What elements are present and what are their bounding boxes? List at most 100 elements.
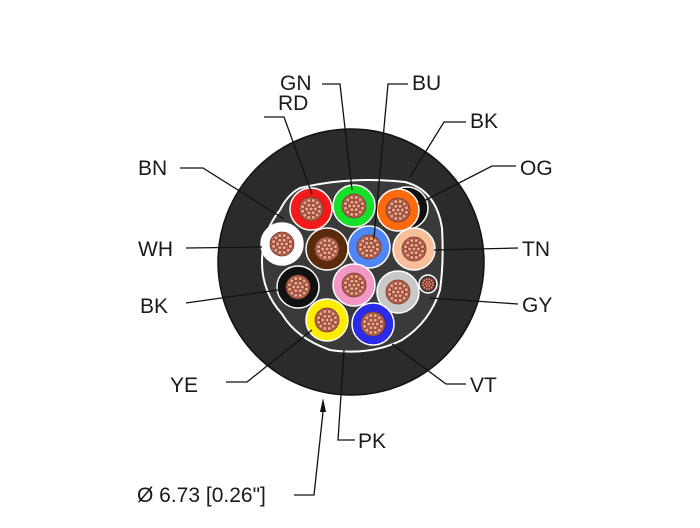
conductor-strand-bu-2 <box>364 240 370 246</box>
conductor-strand-wh-6 <box>281 245 287 251</box>
conductor-strand-wh-6 <box>283 241 289 247</box>
diameter-label: Ø 6.73 [0.26"] <box>137 484 266 507</box>
conductor-strand-gn-1 <box>359 201 365 207</box>
conductor-strand-wh-6 <box>285 235 291 241</box>
conductor-strand-ye-10 <box>320 317 326 323</box>
conductor-strand-rd-0 <box>306 210 312 216</box>
conductor-strand-gn-1 <box>345 209 351 215</box>
conductor-strand-ye-10 <box>326 313 332 319</box>
conductor-strand-bu-2 <box>358 246 364 252</box>
conductor-strand-og-4 <box>387 205 393 211</box>
conductor-strand-pk-12 <box>347 282 353 288</box>
conductor-strand-gy-9 <box>393 293 399 299</box>
conductor-strand-rd-0 <box>304 206 310 212</box>
diameter-arrow <box>320 398 326 412</box>
conductor-strand-vt-11 <box>366 321 372 327</box>
conductor-strand-wh-6 <box>285 247 291 253</box>
conductor-strand-bk-8 <box>297 292 303 298</box>
conductor-strand-gy-9 <box>397 281 403 287</box>
conductor-strand-ye-10 <box>318 323 324 329</box>
conductor-strand-tn-7 <box>413 250 419 256</box>
conductor-rd-0 <box>289 187 333 231</box>
conductor-strand-og-4 <box>393 203 399 209</box>
conductor-strand-bu-2 <box>370 244 376 250</box>
conductor-strand-gy-9 <box>403 291 409 297</box>
conductor-strand-bu-2 <box>368 252 374 258</box>
label-wh-6: WH <box>138 238 173 261</box>
conductor-strand-og-4 <box>393 211 399 217</box>
conductor-strand-bk-8 <box>293 276 299 282</box>
conductor-strand-rd-0 <box>306 214 312 220</box>
conductor-strand-bn-5 <box>322 238 328 244</box>
conductor-strand-tn-7 <box>419 244 425 250</box>
conductor-strand-bu-2 <box>374 246 380 252</box>
conductor-strand-wh-6 <box>281 237 287 243</box>
conductor-strand-ye-10 <box>322 321 328 327</box>
conductor-strand-wh-6 <box>277 237 283 243</box>
conductor-strand-gn-1 <box>359 205 365 211</box>
conductor-strand-bk-8 <box>297 276 303 282</box>
conductor-tn-7 <box>392 227 436 271</box>
drain-strand <box>423 282 428 286</box>
leader-gn-1 <box>322 83 353 191</box>
conductor-strand-og-4 <box>387 209 393 215</box>
label-ye-10: YE <box>170 374 198 397</box>
label-bk-8: BK <box>140 295 168 318</box>
conductor-strand-bn-5 <box>326 242 332 248</box>
conductor-strand-ye-10 <box>330 311 336 317</box>
conductor-strand-rd-0 <box>314 212 320 218</box>
conductor-strand-bk-8 <box>291 284 297 290</box>
conductor-strand-bn-5 <box>326 254 332 260</box>
conductor-strand-bk-8 <box>289 290 295 296</box>
conductor-strand-wh-6 <box>277 245 283 251</box>
conductor-strand-gn-1 <box>347 203 353 209</box>
conductor-strand-bu-2 <box>360 238 366 244</box>
conductor-pk-12 <box>332 263 376 307</box>
drain-strand <box>425 277 429 281</box>
conductor-strand-bk-8 <box>293 280 299 286</box>
conductor-strand-ye-10 <box>326 325 332 331</box>
conductor-strand-rd-0 <box>310 210 316 216</box>
conductor-strand-pk-12 <box>355 282 361 288</box>
conductor-strand-tn-7 <box>403 244 409 250</box>
conductor-strand-bn-5 <box>318 252 324 258</box>
conductor-strand-vt-11 <box>376 327 382 333</box>
conductor-strand-rd-0 <box>310 214 316 220</box>
conductor-strand-gn-1 <box>345 197 351 203</box>
conductor-strand-gy-9 <box>389 295 395 301</box>
conductor-strand-gy-9 <box>393 281 399 287</box>
conductor-strand-bk-8 <box>293 288 299 294</box>
conductor-strand-bn-5 <box>332 248 338 254</box>
label-tn-7: TN <box>522 238 550 261</box>
conductor-strand-gn-1 <box>349 207 355 213</box>
conductor-strand-og-4 <box>397 211 403 217</box>
conductor-strand-ye-10 <box>322 309 328 315</box>
conductor-strand-tn-7 <box>415 246 421 252</box>
conductor-strand-vt-11 <box>372 313 378 319</box>
label-bu-2: BU <box>412 72 441 95</box>
conductor-strand-bu-2 <box>358 242 364 248</box>
conductor-strand-bk-8 <box>301 290 307 296</box>
leader-gy-9 <box>429 297 519 305</box>
conductor-strand-bn-5 <box>332 244 338 250</box>
conductor-strand-og-4 <box>389 201 395 207</box>
conductor-strand-bk-8 <box>287 286 293 292</box>
conductor-strand-gn-1 <box>353 199 359 205</box>
drain-strand <box>425 287 429 291</box>
conductor-strand-wh-6 <box>277 249 283 255</box>
conductor-strand-gy-9 <box>397 293 403 299</box>
label-rd-0: RD <box>278 92 308 115</box>
conductor-strand-wh-6 <box>287 243 293 249</box>
leader-bk-8 <box>185 289 279 304</box>
conductor-strand-pk-12 <box>345 288 351 294</box>
conductor-strand-ye-10 <box>316 315 322 321</box>
conductor-strand-bn-5 <box>318 240 324 246</box>
leader-bk-3 <box>409 121 466 178</box>
conductor-strand-og-4 <box>403 205 409 211</box>
conductor-strand-rd-0 <box>302 200 308 206</box>
conductor-ye-10 <box>305 298 349 342</box>
drain-strand <box>427 277 431 281</box>
conductor-strand-pk-12 <box>349 290 355 296</box>
conductor-wh-6 <box>260 222 304 266</box>
